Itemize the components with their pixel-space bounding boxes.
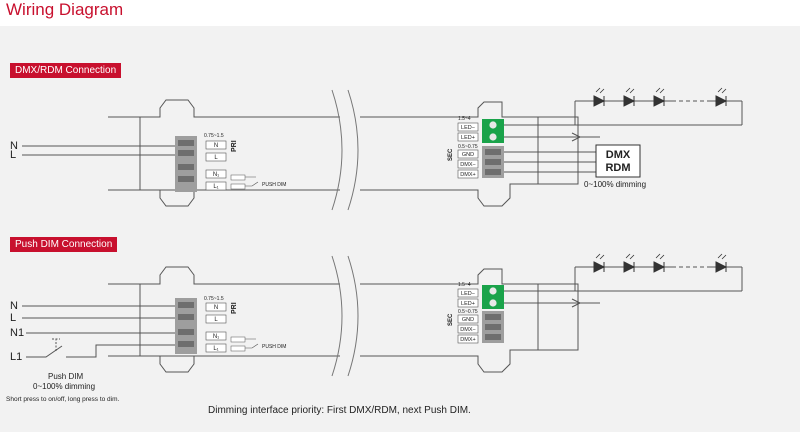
push-box-dmx-plus [457, 334, 479, 344]
dmx-pri-box-n [205, 140, 227, 150]
dmx-box-gnd [457, 149, 479, 159]
dmx-sec-label: SEC [448, 148, 454, 161]
push-switch-actuator [52, 338, 60, 351]
push-box-led-minus [457, 288, 479, 298]
dmx-pri-slots [178, 140, 194, 182]
push-input-n1: N1 [10, 327, 24, 339]
dmx-led-terminal [482, 119, 504, 143]
push-pri-box-n [205, 302, 227, 312]
dmx-dimming-text: 0~100% dimming [584, 180, 646, 189]
push-section: N L N1 L1 0.75~1.5 N L N₁ L₁ PRI [6, 253, 743, 403]
dmx-pri-terminal-l: L [214, 155, 218, 161]
push-led-terminal [482, 285, 504, 309]
dmx-pri-terminal-l1: L₁ [213, 184, 218, 190]
dmx-mini-switch [245, 176, 259, 187]
push-pri-terminal-l1: L₁ [213, 346, 218, 352]
dmx-pri-terminal-n1: N₁ [213, 172, 219, 178]
push-switch-label: Push DIM [48, 372, 83, 381]
dmx-screw-2 [489, 133, 497, 141]
dmx-pri-box-n1 [205, 169, 227, 179]
dmx-pri-box-l [205, 152, 227, 162]
push-mini-box-n1 [230, 336, 246, 343]
dmx-box-dmx-minus [457, 159, 479, 169]
push-break-mark [331, 255, 359, 377]
push-signal-slot-1 [485, 314, 501, 320]
push-press-note: Short press to on/off, long press to dim… [6, 396, 120, 403]
dmx-led-string [593, 87, 728, 107]
push-pri-slots [178, 302, 194, 347]
push-input-l: L [10, 312, 16, 324]
dmx-led-wire-gauge: 1.5~4 [458, 116, 471, 122]
push-arrow [571, 298, 600, 308]
push-screw-2 [489, 299, 497, 307]
push-section-label: Push DIM Connection [10, 237, 118, 252]
push-box-led-plus [457, 298, 479, 308]
dmx-arrow [571, 132, 600, 142]
push-box-gnd [457, 314, 479, 324]
push-led-string [593, 253, 728, 273]
dmx-controller-line-2: RDM [605, 162, 630, 174]
dmx-signal-wire-gauge: 0.5~0.75 [458, 144, 478, 150]
push-signal-wire-gauge: 0.5~0.75 [458, 309, 478, 315]
dmx-signal-slot-2 [485, 159, 501, 165]
dmx-pri-box-l1 [205, 181, 227, 191]
dmx-pri-terminal-n: N [214, 143, 218, 149]
push-pri-label: PRI [231, 302, 238, 314]
push-push-dim-label: PUSH DIM [262, 344, 286, 350]
push-pri-terminal-block [175, 298, 197, 354]
page-title: Wiring Diagram [6, 0, 124, 19]
push-dmx-minus: DMX− [460, 327, 475, 333]
push-pri-box-l1 [205, 343, 227, 353]
push-pri-wire-gauge: 0.75~1.5 [204, 296, 224, 302]
dmx-section-label: DMX/RDM Connection [10, 63, 122, 78]
dmx-controller-box [595, 144, 641, 178]
dmx-pri-wire-gauge: 0.75~1.5 [204, 133, 224, 139]
push-led-wire-gauge: 1.5~4 [458, 282, 471, 288]
dmx-box-led-minus [457, 122, 479, 132]
priority-note: Dimming interface priority: First DMX/RD… [208, 405, 471, 416]
dmx-mini-box-l1 [230, 183, 246, 190]
push-wire-l1 [26, 344, 180, 358]
dmx-plus: DMX+ [460, 172, 475, 178]
push-input-n: N [10, 300, 18, 312]
push-pri-terminal-n: N [214, 305, 218, 311]
dmx-section: N L 0.75~1.5 N L N₁ L₁ PRI PUSH [10, 87, 743, 211]
push-mini-switch [245, 338, 259, 349]
push-box-dmx-minus [457, 324, 479, 334]
push-led-minus: LED− [461, 291, 475, 297]
push-pri-terminal-n1: N₁ [213, 334, 219, 340]
push-signal-slot-3 [485, 334, 501, 340]
dmx-minus: DMX− [460, 162, 475, 168]
dmx-pri-label: PRI [231, 140, 238, 152]
diagram-panel [0, 26, 800, 432]
dmx-screw-1 [489, 121, 497, 129]
dmx-input-n: N [10, 140, 18, 152]
push-led-plus: LED+ [461, 301, 475, 307]
push-dmx-plus: DMX+ [460, 337, 475, 343]
dmx-mini-box-n1 [230, 174, 246, 181]
push-mini-box-l1 [230, 345, 246, 352]
push-signal-slot-2 [485, 324, 501, 330]
dmx-input-l: L [10, 149, 16, 161]
dmx-led-plus: LED+ [461, 135, 475, 141]
dmx-led-minus: LED− [461, 125, 475, 131]
dmx-signal-slot-3 [485, 169, 501, 175]
push-pri-box-l [205, 314, 227, 324]
dmx-gnd: GND [462, 152, 474, 158]
dmx-signal-slot-1 [485, 149, 501, 155]
dmx-push-dim-label: PUSH DIM [262, 182, 286, 188]
dmx-box-led-plus [457, 132, 479, 142]
push-pri-box-n1 [205, 331, 227, 341]
push-pri-terminal-l: L [214, 317, 218, 323]
dmx-break-mark [331, 89, 359, 211]
push-dimming-text: 0~100% dimming [33, 382, 95, 391]
push-gnd: GND [462, 317, 474, 323]
dmx-controller-line-1: DMX [606, 149, 631, 161]
push-sec-label: SEC [448, 313, 454, 326]
dmx-box-dmx-plus [457, 169, 479, 179]
push-input-l1: L1 [10, 351, 22, 363]
push-screw-1 [489, 287, 497, 295]
